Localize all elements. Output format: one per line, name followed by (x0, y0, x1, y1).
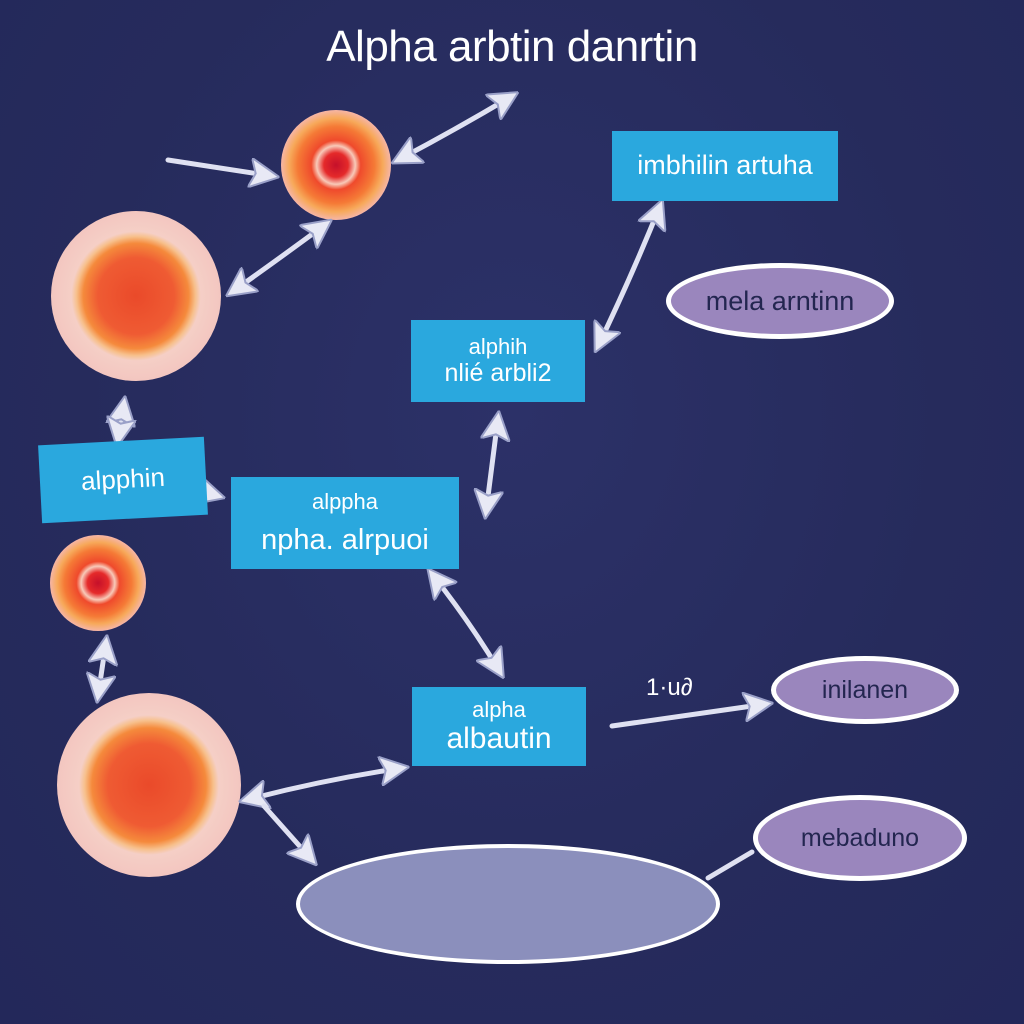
box-top-right: imbhilin artuha (612, 131, 838, 201)
arrow-icon (165, 157, 272, 176)
box-label: nlié arbli2 (444, 359, 552, 388)
connector-line (705, 849, 755, 881)
box-bottom: alpha albautin (412, 687, 586, 766)
arrow-icon (261, 803, 312, 860)
double-arrow-icon (432, 574, 500, 672)
oval-label: mela arntinn (705, 285, 855, 316)
diagram-title: Alpha arbtin danrtin (326, 22, 698, 71)
box-label: npha. alrpuoi (261, 523, 429, 556)
cell-icon (281, 110, 391, 220)
double-arrow-icon (486, 418, 498, 512)
oval-bottom: mebaduno (753, 795, 967, 881)
box-center: alppha npha. alrpuoi (231, 477, 459, 569)
cell-icon (57, 693, 241, 877)
double-arrow-icon (118, 403, 124, 440)
oval-label: inilanen (821, 675, 909, 704)
box-label: alppha (311, 488, 379, 514)
oval-label: mebaduno (800, 823, 920, 852)
box-left: alpphin (38, 436, 208, 524)
double-arrow-icon (246, 768, 402, 800)
double-arrow-icon (398, 96, 512, 160)
arrow-icon (609, 704, 766, 729)
box-label: imbhilin artuha (637, 150, 813, 181)
cell-icon (50, 535, 146, 631)
arrow-label: 1·u∂ (646, 674, 693, 701)
box-label: alphih (468, 333, 528, 359)
box-label: alpphin (80, 461, 166, 497)
box-label: albautin (446, 721, 552, 755)
oval-upper: mela arntinn (666, 263, 894, 339)
box-label: alpha (472, 696, 526, 722)
double-arrow-icon (598, 206, 660, 346)
cell-icon (51, 211, 221, 381)
double-arrow-icon (98, 642, 106, 696)
double-arrow-icon (232, 224, 326, 292)
oval-lower: inilanen (771, 656, 959, 724)
box-middle: alphih nlié arbli2 (411, 320, 585, 402)
oval-large (296, 844, 720, 964)
